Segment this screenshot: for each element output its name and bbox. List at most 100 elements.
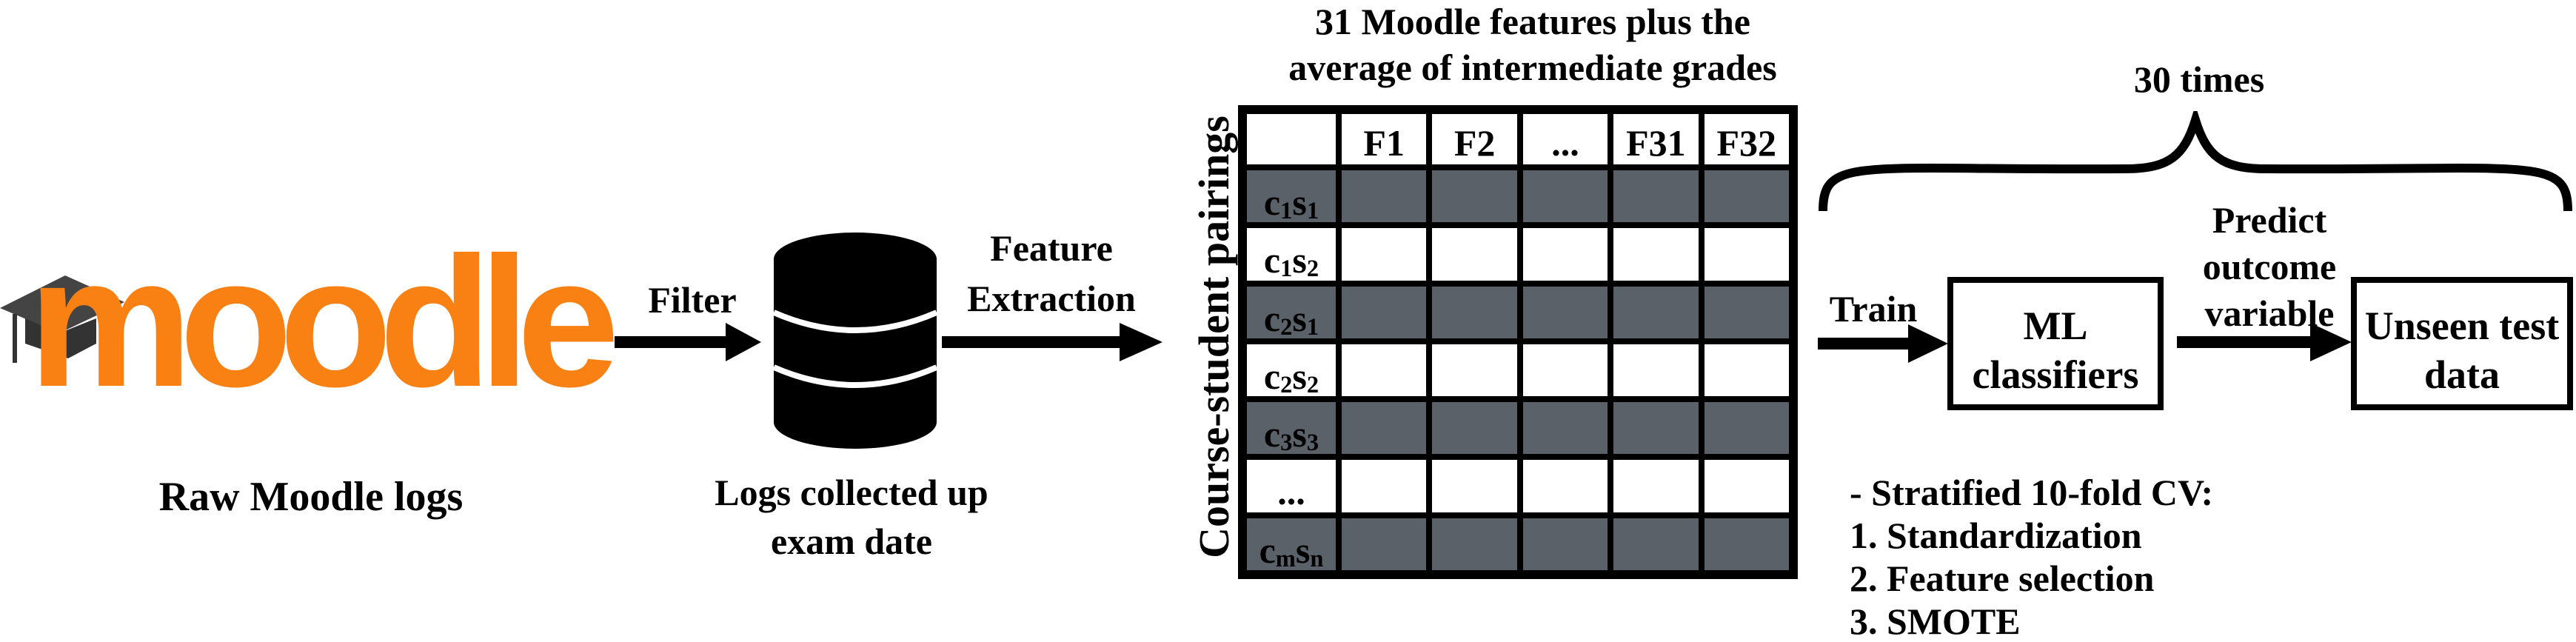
feature-extraction-line1: Feature	[990, 227, 1113, 269]
row-label-cell: c3s3	[1244, 399, 1339, 458]
train-label: Train	[1829, 288, 1918, 330]
filter-label: Filter	[648, 279, 737, 321]
matrix-data-cell	[1701, 167, 1792, 226]
cv-step-3: 3. SMOTE	[1850, 601, 2021, 642]
matrix-data-cell	[1429, 167, 1520, 226]
matrix-data-cell	[1429, 399, 1520, 458]
db-label-line2: exam date	[771, 521, 932, 562]
matrix-title-line2: average of intermediate grades	[1288, 47, 1777, 88]
predict-line2: outcome	[2202, 246, 2337, 287]
matrix-data-cell	[1339, 283, 1430, 341]
row-label-subscript: 2	[1306, 255, 1319, 283]
matrix-data-cell	[1610, 341, 1702, 400]
row-label-part: c	[1263, 413, 1281, 455]
row-label: ...	[1247, 473, 1336, 510]
ml-classifiers-box: ML classifiers	[1947, 277, 2164, 410]
column-header: F1	[1363, 122, 1405, 164]
matrix-data-cell	[1429, 341, 1520, 400]
matrix-header-cell: F1	[1339, 111, 1430, 167]
row-label-part: s	[1292, 181, 1307, 223]
matrix-data-cell	[1701, 399, 1792, 458]
cv-step-1: 1. Standardization	[1850, 515, 2142, 556]
row-label: c3s3	[1247, 415, 1336, 455]
row-label-subscript: n	[1310, 545, 1324, 572]
db-label-line1: Logs collected up	[715, 472, 988, 513]
raw-logs-label: Raw Moodle logs	[158, 474, 464, 520]
matrix-data-cell	[1339, 399, 1430, 458]
column-header: F2	[1453, 122, 1496, 164]
repeat-label: 30 times	[2133, 58, 2265, 100]
matrix-header-cell: ...	[1519, 111, 1611, 167]
row-label-part: s	[1292, 355, 1307, 397]
matrix-data-cell	[1519, 283, 1611, 341]
row-label-subscript: 2	[1280, 371, 1293, 398]
curly-brace-icon	[1819, 111, 2572, 212]
row-label-part: s	[1292, 297, 1307, 339]
cv-step-2: 2. Feature selection	[1850, 558, 2155, 599]
matrix-data-cell	[1701, 515, 1792, 573]
matrix-data-cell	[1701, 225, 1792, 284]
row-label-part: c	[1263, 355, 1281, 397]
unseen-test-data-box: Unseen test data	[2351, 277, 2573, 410]
matrix-data-cell	[1701, 457, 1792, 515]
row-label-cell: c2s2	[1244, 341, 1339, 400]
matrix-data-cell	[1701, 283, 1792, 341]
predict-arrow-icon	[2177, 323, 2352, 361]
row-label-subscript: 3	[1306, 429, 1319, 457]
matrix-data-cell	[1339, 515, 1430, 573]
matrix-data-cell	[1610, 283, 1702, 341]
matrix-data-cell	[1519, 515, 1611, 573]
predict-line1: Predict	[2212, 199, 2327, 241]
matrix-data-cell	[1610, 225, 1702, 284]
row-label-subscript: m	[1275, 545, 1296, 572]
train-arrow-icon	[1818, 324, 1948, 363]
row-label-part: s	[1292, 413, 1307, 455]
row-label-part: ...	[1277, 471, 1305, 513]
matrix-data-cell	[1701, 341, 1792, 400]
row-label-cell: c2s1	[1244, 283, 1339, 341]
matrix-data-cell	[1339, 457, 1430, 515]
matrix-corner-cell	[1244, 111, 1339, 167]
row-label: c1s1	[1247, 184, 1336, 223]
row-label-subscript: 1	[1280, 255, 1293, 283]
matrix-header-cell: F32	[1701, 111, 1792, 167]
row-label-cell: c1s2	[1244, 225, 1339, 284]
test-box-line2: data	[2423, 352, 2500, 397]
row-label-subscript: 1	[1280, 197, 1293, 224]
database-icon	[772, 233, 938, 449]
ml-box-line2: classifiers	[1972, 352, 2139, 397]
feature-extraction-arrow-icon	[942, 323, 1162, 361]
row-label-subscript: 1	[1306, 313, 1319, 341]
matrix-header-cell: F31	[1610, 111, 1702, 167]
matrix-data-cell	[1519, 167, 1611, 226]
matrix-data-cell	[1610, 457, 1702, 515]
row-label-cell: cmsn	[1244, 515, 1339, 573]
matrix-data-cell	[1519, 399, 1611, 458]
y-axis-label: Course-student pairings	[1190, 116, 1238, 558]
matrix-data-cell	[1429, 515, 1520, 573]
matrix-title-line1: 31 Moodle features plus the	[1315, 1, 1750, 42]
row-label: cmsn	[1247, 532, 1336, 571]
row-label-part: c	[1259, 529, 1276, 571]
matrix-data-cell	[1519, 225, 1611, 284]
row-label-subscript: 2	[1280, 313, 1293, 341]
column-header: F31	[1626, 122, 1686, 164]
row-label-part: c	[1263, 181, 1281, 223]
row-label-subscript: 3	[1280, 429, 1293, 457]
matrix-data-cell	[1429, 457, 1520, 515]
matrix-data-cell	[1519, 341, 1611, 400]
graduation-cap-icon	[0, 275, 124, 363]
matrix-header-cell: F2	[1429, 111, 1520, 167]
moodle-wordmark: moodle	[28, 218, 620, 425]
row-label-cell: ...	[1244, 457, 1339, 515]
row-label-part: c	[1263, 239, 1281, 281]
row-label-part: c	[1263, 297, 1281, 339]
column-header: F32	[1716, 122, 1777, 164]
row-label: c1s2	[1247, 241, 1336, 281]
row-label-subscript: 2	[1306, 371, 1319, 398]
matrix-data-cell	[1429, 283, 1520, 341]
matrix-data-cell	[1610, 515, 1702, 573]
matrix-data-cell	[1519, 457, 1611, 515]
row-label-cell: c1s1	[1244, 167, 1339, 226]
